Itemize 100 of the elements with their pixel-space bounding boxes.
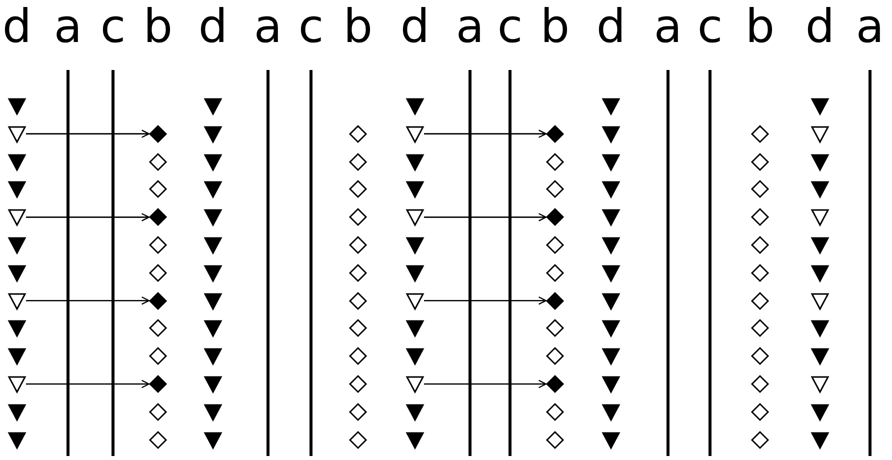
diamond-marker <box>546 264 564 282</box>
arrow <box>26 380 150 388</box>
diamond-marker <box>546 430 564 449</box>
triangle-marker <box>406 347 424 366</box>
triangle-marker <box>204 152 222 171</box>
diamond-marker <box>149 236 167 254</box>
diamond-marker <box>349 375 367 393</box>
triangle-marker <box>811 208 829 226</box>
diamond-marker <box>349 264 367 282</box>
diamond-marker <box>349 124 367 143</box>
triangle-marker <box>8 97 26 115</box>
triangle-marker <box>602 97 620 115</box>
diamond-marker <box>349 347 367 366</box>
diamond-marker <box>751 292 769 310</box>
triangle-marker <box>811 236 829 254</box>
triangle-marker <box>8 319 26 338</box>
triangle-marker <box>602 430 620 449</box>
diamond-marker <box>751 430 769 449</box>
triangle-marker <box>811 319 829 338</box>
triangle-marker <box>8 347 26 366</box>
triangle-marker <box>406 402 424 421</box>
triangle-marker <box>204 97 222 115</box>
arrow <box>26 296 150 305</box>
arrow <box>26 130 150 138</box>
triangle-marker <box>8 124 26 143</box>
diamond-marker <box>546 180 564 198</box>
diamond-marker <box>751 347 769 366</box>
diamond-marker <box>349 402 367 421</box>
triangle-marker <box>204 124 222 143</box>
triangle-marker <box>602 264 620 282</box>
column-letter: d <box>198 0 228 52</box>
diamond-marker <box>546 375 564 393</box>
triangle-marker <box>204 180 222 198</box>
column-letter: b <box>143 0 173 52</box>
triangle-marker <box>811 347 829 366</box>
column-letter: b <box>343 0 373 52</box>
triangle-marker <box>204 319 222 338</box>
diamond-marker <box>751 152 769 171</box>
diamond-marker <box>149 347 167 366</box>
column-letter: d <box>2 0 32 52</box>
diamond-marker <box>149 402 167 421</box>
column-letter: a <box>54 0 82 52</box>
column-letter: c <box>697 0 723 52</box>
diamond-marker <box>149 152 167 171</box>
column-letter: d <box>400 0 430 52</box>
arrow <box>26 213 150 222</box>
triangle-marker <box>8 180 26 198</box>
diamond-marker <box>349 236 367 254</box>
triangle-marker <box>204 236 222 254</box>
diamond-marker <box>149 375 167 393</box>
column-letter: c <box>100 0 126 52</box>
diamond-marker <box>546 236 564 254</box>
diamond-marker <box>751 402 769 421</box>
triangle-marker <box>406 430 424 449</box>
triangle-marker <box>602 236 620 254</box>
triangle-marker <box>602 319 620 338</box>
column-letter: a <box>456 0 484 52</box>
triangle-marker <box>8 430 26 449</box>
triangle-marker <box>602 292 620 310</box>
diamond-marker <box>546 152 564 171</box>
triangle-marker <box>406 97 424 115</box>
triangle-marker <box>8 152 26 171</box>
triangle-marker <box>811 124 829 143</box>
diamond-marker <box>751 264 769 282</box>
diamond-marker <box>751 375 769 393</box>
diamond-marker <box>149 430 167 449</box>
triangle-marker <box>406 152 424 171</box>
triangle-marker <box>204 347 222 366</box>
arrow <box>424 296 547 305</box>
column-letter: a <box>654 0 682 52</box>
triangle-marker <box>602 124 620 143</box>
diamond-marker <box>546 347 564 366</box>
arrow <box>424 213 547 222</box>
column-letter: a <box>254 0 282 52</box>
triangle-marker <box>811 152 829 171</box>
diamond-marker <box>149 208 167 226</box>
triangle-marker <box>8 264 26 282</box>
diamond-marker <box>149 292 167 310</box>
triangle-marker <box>602 375 620 393</box>
triangle-marker <box>406 124 424 143</box>
column-letter: d <box>596 0 626 52</box>
diamond-marker <box>349 180 367 198</box>
triangle-marker <box>406 236 424 254</box>
diamond-marker <box>349 208 367 226</box>
triangle-marker <box>8 375 26 393</box>
triangle-marker <box>406 180 424 198</box>
triangle-marker <box>811 97 829 115</box>
diamond-marker <box>751 180 769 198</box>
diamond-marker <box>751 319 769 338</box>
triangle-marker <box>204 430 222 449</box>
triangle-marker <box>811 375 829 393</box>
diamond-marker <box>751 236 769 254</box>
diamond-marker <box>149 319 167 338</box>
diamond-marker <box>149 180 167 198</box>
diamond-marker <box>349 292 367 310</box>
diamond-marker <box>149 264 167 282</box>
triangle-marker <box>8 402 26 421</box>
triangle-marker <box>204 292 222 310</box>
column-letter: d <box>805 0 835 52</box>
triangle-marker <box>406 319 424 338</box>
